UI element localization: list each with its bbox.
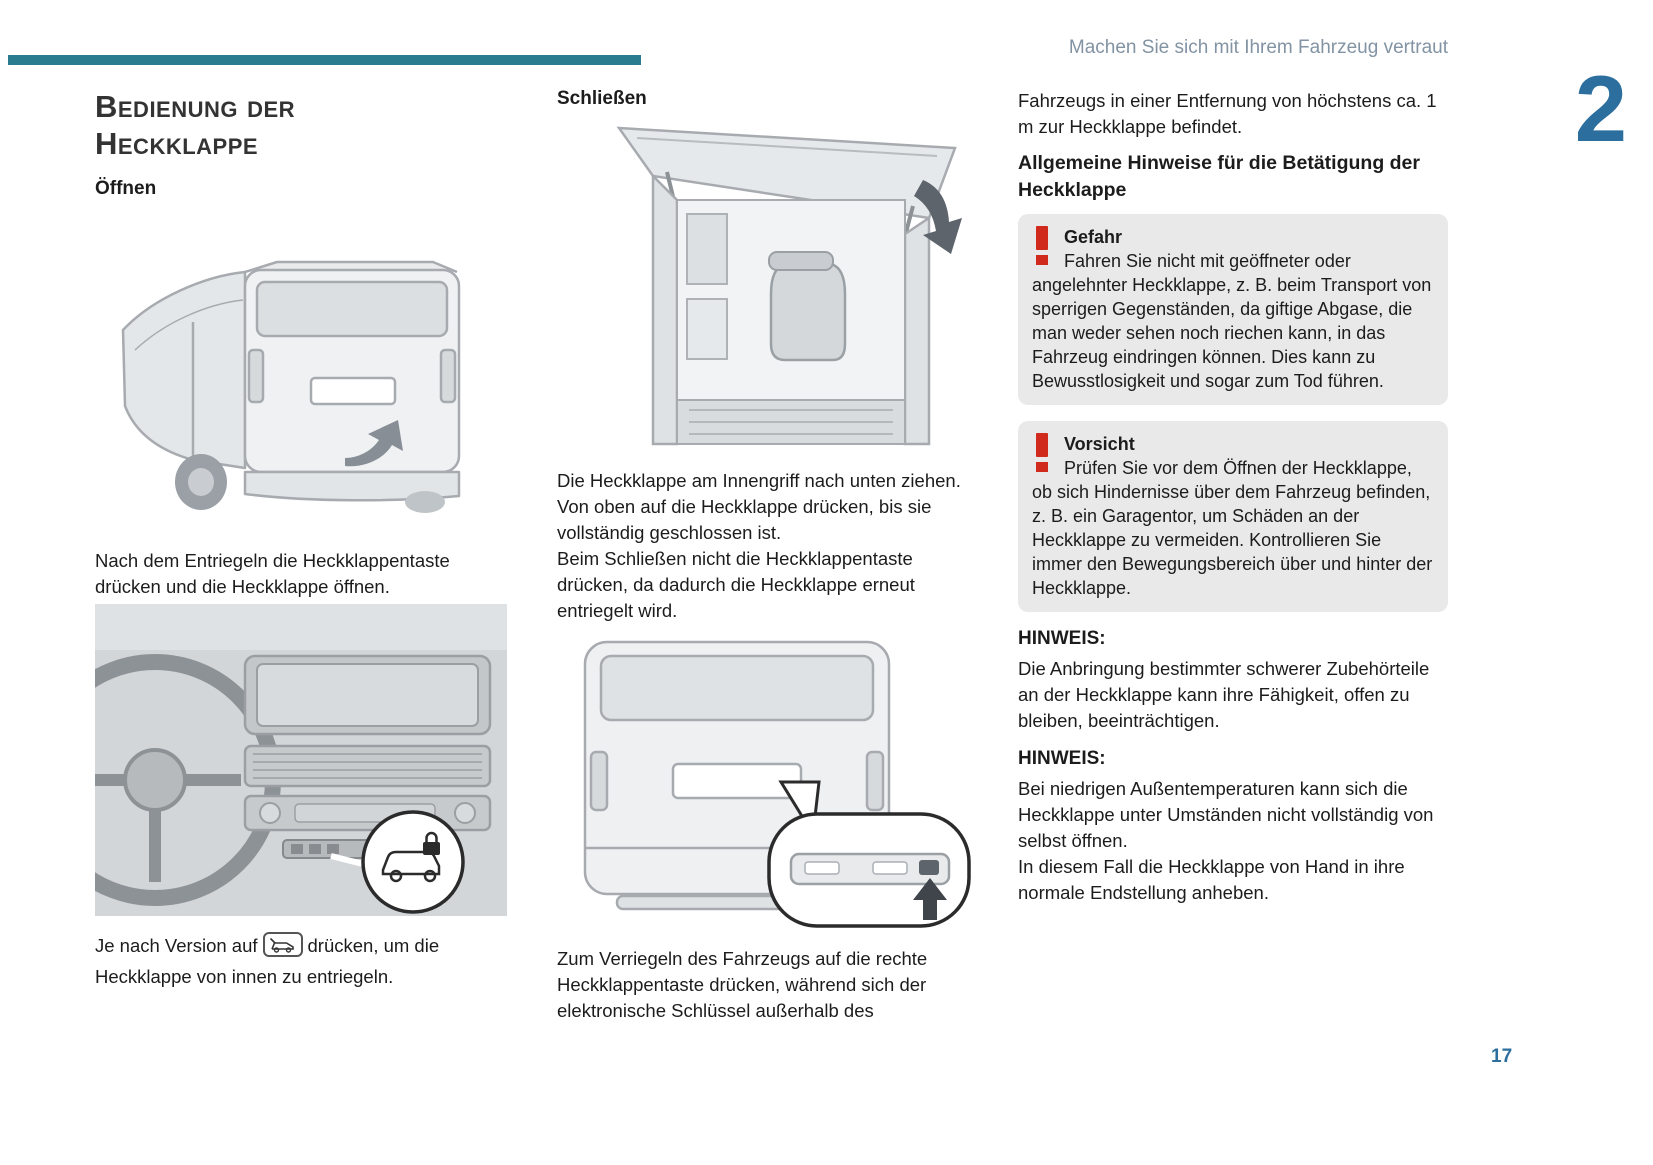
close-instruction-part1: Die Heckklappe am Innengriff nach unten … [557,470,961,543]
close-instruction-part2: Beim Schließen nicht die Heckklappentast… [557,548,915,621]
tailgate-release-button-icon [262,932,303,964]
page-title: Bedienung der Heckklappe [95,89,296,161]
note-label: HINWEIS: [1018,628,1106,649]
danger-title: Gefahr [1064,227,1123,247]
open-arrow-icon [345,420,403,467]
lock-instruction-continued: Fahrzeugs in einer Entfernung von höchst… [1018,90,1437,137]
danger-box: Gefahr Fahren Sie nicht mit geöffneter o… [1018,214,1448,405]
caution-box: Vorsicht Prüfen Sie vor dem Öffnen der H… [1018,421,1448,612]
note-text-line1: Bei niedrigen Außentemperaturen kann sic… [1018,778,1434,851]
unlock-instruction-suffix: drücken, um die Heckklappe von innen zu … [95,935,440,987]
general-notes-heading: Allgemeine Hinweise für die Betätigung d… [1018,152,1420,201]
breadcrumb: Machen Sie sich mit Ihrem Fahrzeug vertr… [1068,37,1448,58]
van-unlock-icon [381,831,441,883]
column-open: Bedienung der Heckklappe Öffnen [95,88,507,990]
figure-van-rear-handle-callout [557,634,977,932]
note-text-line2: In diesem Fall die Heckklappe von Hand i… [1018,856,1405,903]
section-close-heading: Schließen [557,88,647,109]
danger-text: Fahren Sie nicht mit geöffneter oder ang… [1032,251,1432,391]
caution-title: Vorsicht [1064,434,1135,454]
column-general-notes: Fahrzeugs in einer Entfernung von höchst… [1018,88,1448,906]
note-text: Die Anbringung bestimmter schwerer Zubeh… [1018,658,1430,731]
figure-dashboard-unlock [95,604,507,916]
section-open-heading: Öffnen [95,178,157,199]
close-arrow-icon [914,180,962,254]
note-text: Bei niedrigen Außentemperaturen kann sic… [1018,776,1448,906]
close-instruction: Die Heckklappe am Innengriff nach unten … [557,468,977,624]
unlock-instruction-prefix: Je nach Version auf [95,935,258,956]
chapter-number: 2 [1574,56,1627,161]
lock-instruction: Zum Verriegeln des Fahrzeugs auf die rec… [557,948,928,1021]
open-instruction: Nach dem Entriegeln die Heckklappentaste… [95,550,450,597]
caution-text: Prüfen Sie vor dem Öffnen der Heckklappe… [1032,458,1433,598]
figure-tailgate-open-interior [557,116,977,456]
exclamation-warning-icon [1036,226,1052,266]
press-arrow-icon [913,878,947,920]
figure-van-rear-open [95,210,507,530]
accent-bar [8,55,641,65]
column-close: Schließen Die Heckklappe am Innengriff n… [557,88,977,1024]
note-label: HINWEIS: [1018,748,1106,769]
exclamation-warning-icon [1036,433,1052,473]
page-number: 17 [1491,1046,1513,1067]
